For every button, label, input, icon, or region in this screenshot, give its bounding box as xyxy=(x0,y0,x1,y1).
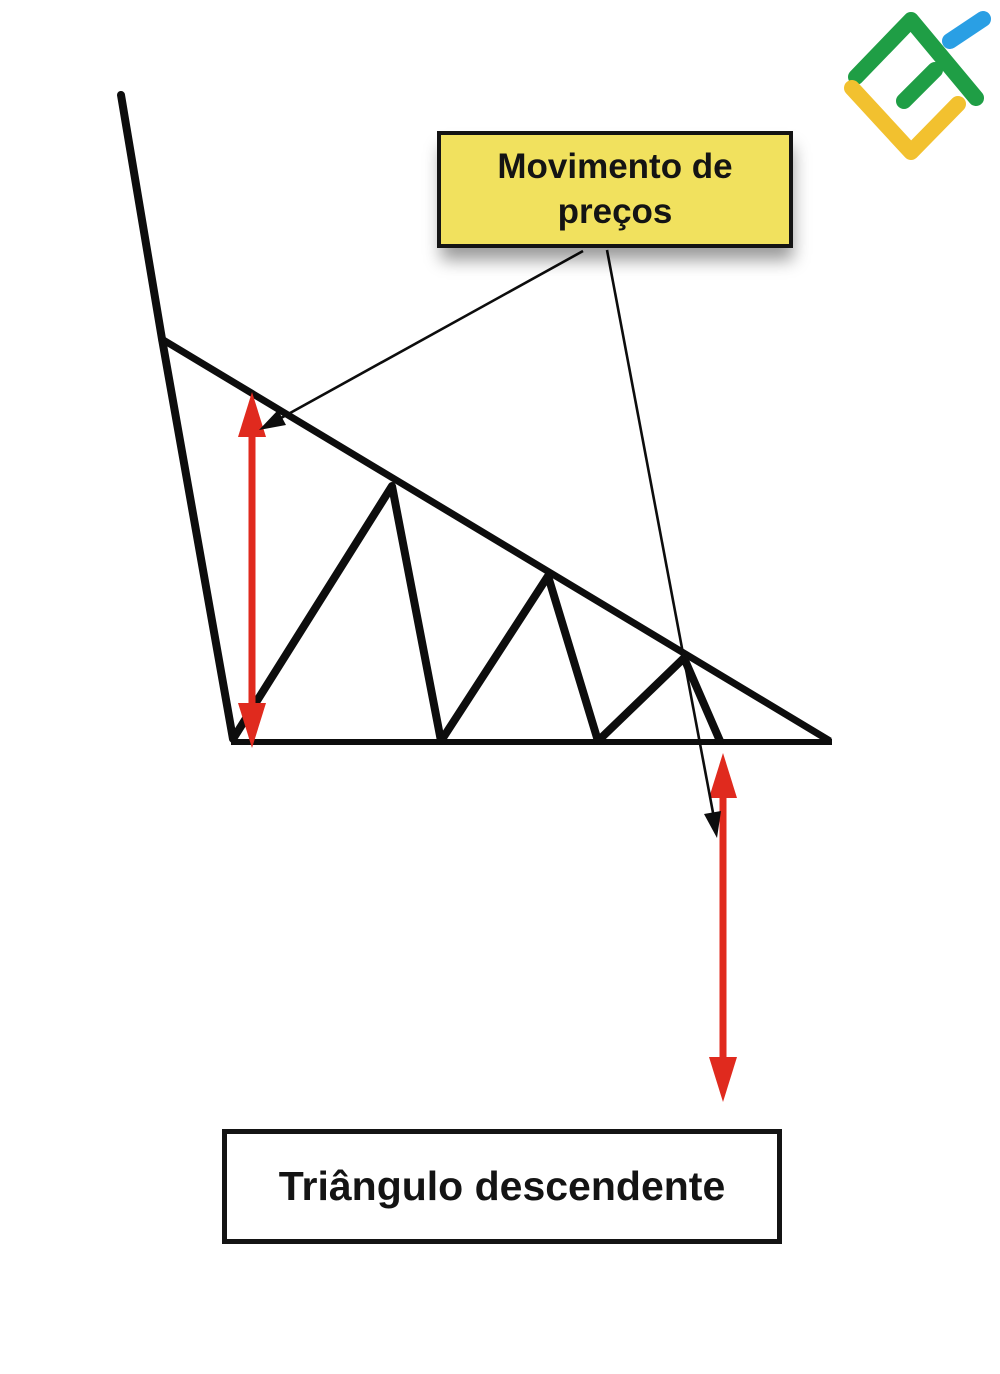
logo-blue-accent-icon xyxy=(942,11,991,49)
pattern-name-box: Triângulo descendente xyxy=(222,1129,782,1244)
callout-pointer-right-arrowhead-icon xyxy=(704,811,721,838)
price-movement-callout: Movimento de preços xyxy=(437,131,793,248)
resistance-trendline xyxy=(158,335,832,744)
logo-green-tick-icon xyxy=(896,62,943,109)
breakout-target-arrow-up-head xyxy=(709,753,737,798)
price-path xyxy=(117,91,724,745)
price-movement-callout-text: Movimento de preços xyxy=(497,147,733,231)
pattern-height-arrow-down-head xyxy=(238,703,266,748)
pattern-name-text: Triângulo descendente xyxy=(278,1163,726,1209)
logo-green-mountain-icon xyxy=(848,12,984,106)
callout-pointer-left-arrowhead-icon xyxy=(259,410,286,430)
callout-pointer-right xyxy=(605,249,721,838)
logo-yellow-check-icon xyxy=(844,80,966,160)
breakout-target-arrow xyxy=(709,753,737,1102)
callout-pointer-left xyxy=(259,249,584,430)
pattern-height-arrow-up-head xyxy=(238,392,266,437)
litefinance-logo xyxy=(844,11,991,160)
callout-pointer-right-line xyxy=(605,249,716,819)
breakout-target-arrow-down-head xyxy=(709,1057,737,1102)
callout-pointer-left-line xyxy=(271,249,584,425)
pattern-height-arrow xyxy=(238,392,266,748)
